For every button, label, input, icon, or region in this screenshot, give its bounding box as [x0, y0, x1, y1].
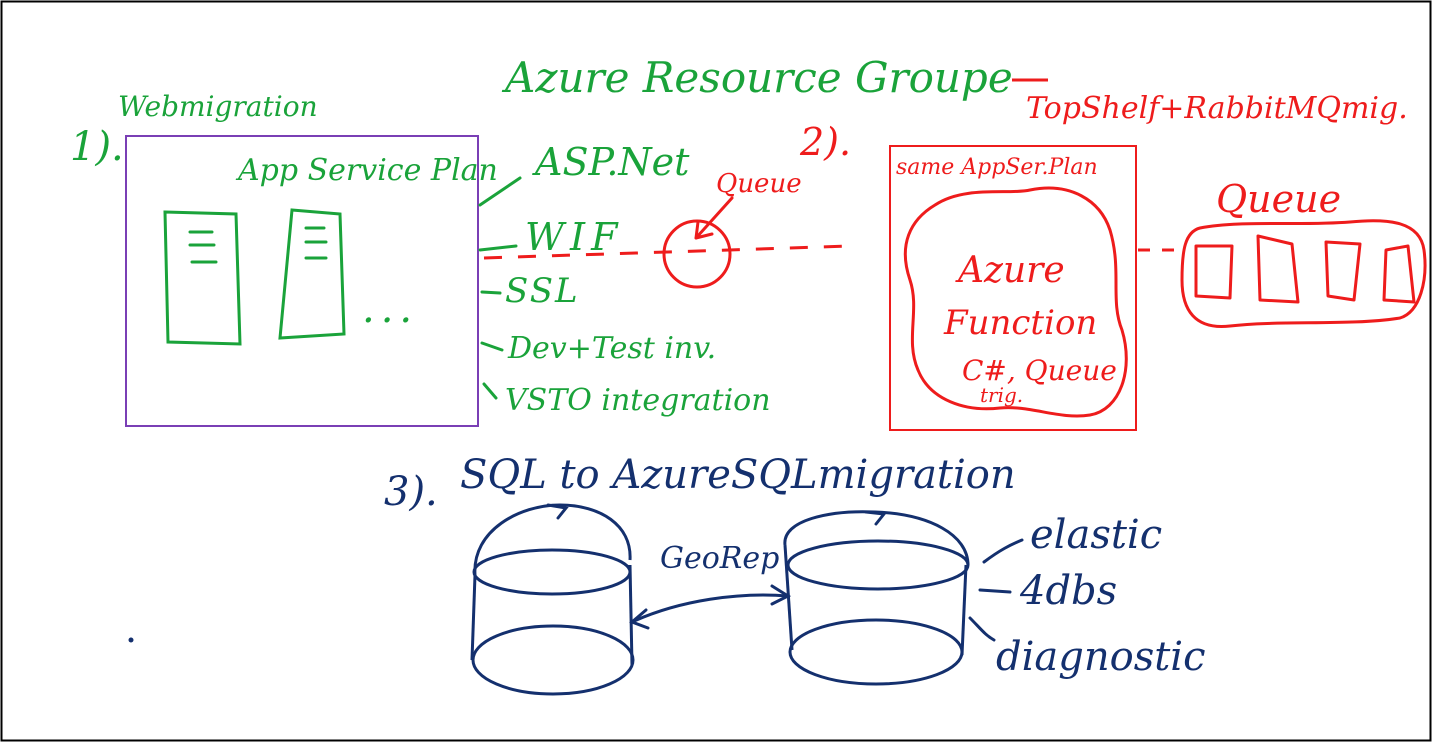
target-database-icon [783, 510, 970, 686]
feature-dev-test: Dev+Test inv. [507, 331, 716, 366]
server-icon [278, 208, 346, 340]
queue-storage-outline [1180, 219, 1427, 328]
feature-vsto: VSTO integration [505, 383, 771, 418]
section2-number: 2). [799, 120, 851, 164]
section-web-migration: 1). Webmigration App Service Plan ... AS… [70, 90, 771, 427]
db-feature-elastic: elastic [1030, 512, 1162, 558]
section1-number: 1). [70, 124, 124, 170]
source-database-icon [470, 503, 635, 696]
section3-heading: SQL to AzureSQLmigration [460, 452, 1016, 498]
app-service-plan-label: App Service Plan [235, 153, 498, 188]
geo-replication-arrow [630, 593, 790, 624]
queue-message-icons [1194, 234, 1416, 304]
queue-small-label: Queue [716, 169, 802, 199]
geo-replication-label: GeoRep [660, 541, 779, 576]
section1-heading: Webmigration [118, 90, 318, 123]
feature-ssl: SSL [505, 271, 580, 311]
section2-heading: TopShelf+RabbitMQmig. [1026, 91, 1408, 126]
section-topshelf-migration: 2). TopShelf+RabbitMQmig. Queue same App… [483, 78, 1427, 431]
azure-function-line2: Function [943, 303, 1097, 343]
same-app-service-plan-label: same AppSer.Plan [896, 155, 1098, 180]
section-sql-migration: 3). SQL to AzureSQLmigration GeoRep [128, 452, 1206, 696]
feature-connectors [478, 176, 522, 400]
diagram-title: Azure Resource Groupe [501, 53, 1013, 102]
azure-function-line4: trig. [980, 383, 1023, 407]
feature-asp-net: ASP.Net [532, 140, 690, 184]
server-icon [163, 210, 242, 346]
dashed-connection [483, 244, 851, 260]
queue-big-label: Queue [1216, 177, 1341, 221]
more-servers-ellipsis: ... [362, 286, 418, 332]
same-app-service-plan-box [889, 145, 1137, 431]
arrowhead-left-icon [629, 608, 650, 630]
azure-function-line1: Azure [955, 250, 1065, 291]
azure-function-cloud-shape [903, 186, 1128, 418]
stray-pen-dot [128, 637, 134, 643]
queue-arrow-icon [694, 196, 734, 240]
feature-wif: WIF [525, 215, 623, 259]
db-feature-diagnostic: diagnostic [996, 634, 1206, 680]
arrowhead-right-icon [770, 584, 792, 606]
azure-function-line3: C#, Queue [962, 354, 1117, 387]
app-service-plan-box [125, 135, 479, 427]
section3-number: 3). [384, 469, 438, 515]
db-feature-connectors [968, 538, 1024, 642]
db-feature-4dbs: 4dbs [1019, 568, 1117, 614]
